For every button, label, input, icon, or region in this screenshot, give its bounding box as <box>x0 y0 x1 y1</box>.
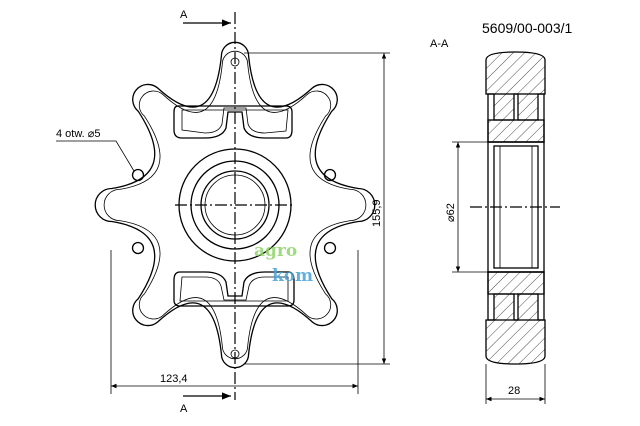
height-dimension-value: 155,9 <box>371 199 383 227</box>
mounting-holes <box>131 57 337 359</box>
width-dimension-value: 123,4 <box>160 373 188 385</box>
section-letter-bottom: A <box>180 403 188 415</box>
watermark-logo: agro kom <box>254 241 313 286</box>
watermark-text-kom: kom <box>272 266 313 286</box>
section-bottom-hatch <box>485 293 546 365</box>
section-letter-top: A <box>180 9 188 21</box>
diameter-dimension-value: ⌀62 <box>445 203 457 222</box>
hole-note: 4 otw. ⌀5 <box>56 128 101 140</box>
section-view: 5609/00-003/1 A-A ⌀62 28 <box>430 20 573 404</box>
watermark-text-agro: agro <box>254 241 297 261</box>
part-number: 5609/00-003/1 <box>482 20 573 36</box>
front-view: A A 4 otw. ⌀5 155,9 123,4 <box>56 9 390 415</box>
upper-pocket <box>173 105 293 139</box>
section-top-hatch <box>485 51 546 121</box>
lower-pocket-inner <box>179 276 289 302</box>
mounting-hole <box>323 168 337 182</box>
section-bottom-hatch-upper <box>487 271 545 295</box>
upper-pocket-inner <box>181 107 289 134</box>
mounting-hole <box>131 168 145 182</box>
mounting-hole <box>131 241 145 255</box>
sprocket-outline-inner <box>103 50 367 360</box>
lower-pocket <box>173 271 295 307</box>
section-title: A-A <box>430 38 449 50</box>
thickness-dimension-value: 28 <box>508 385 520 397</box>
mounting-hole <box>323 241 337 255</box>
section-top-hatch-lower <box>487 119 545 143</box>
hole-note-leader <box>56 140 135 172</box>
